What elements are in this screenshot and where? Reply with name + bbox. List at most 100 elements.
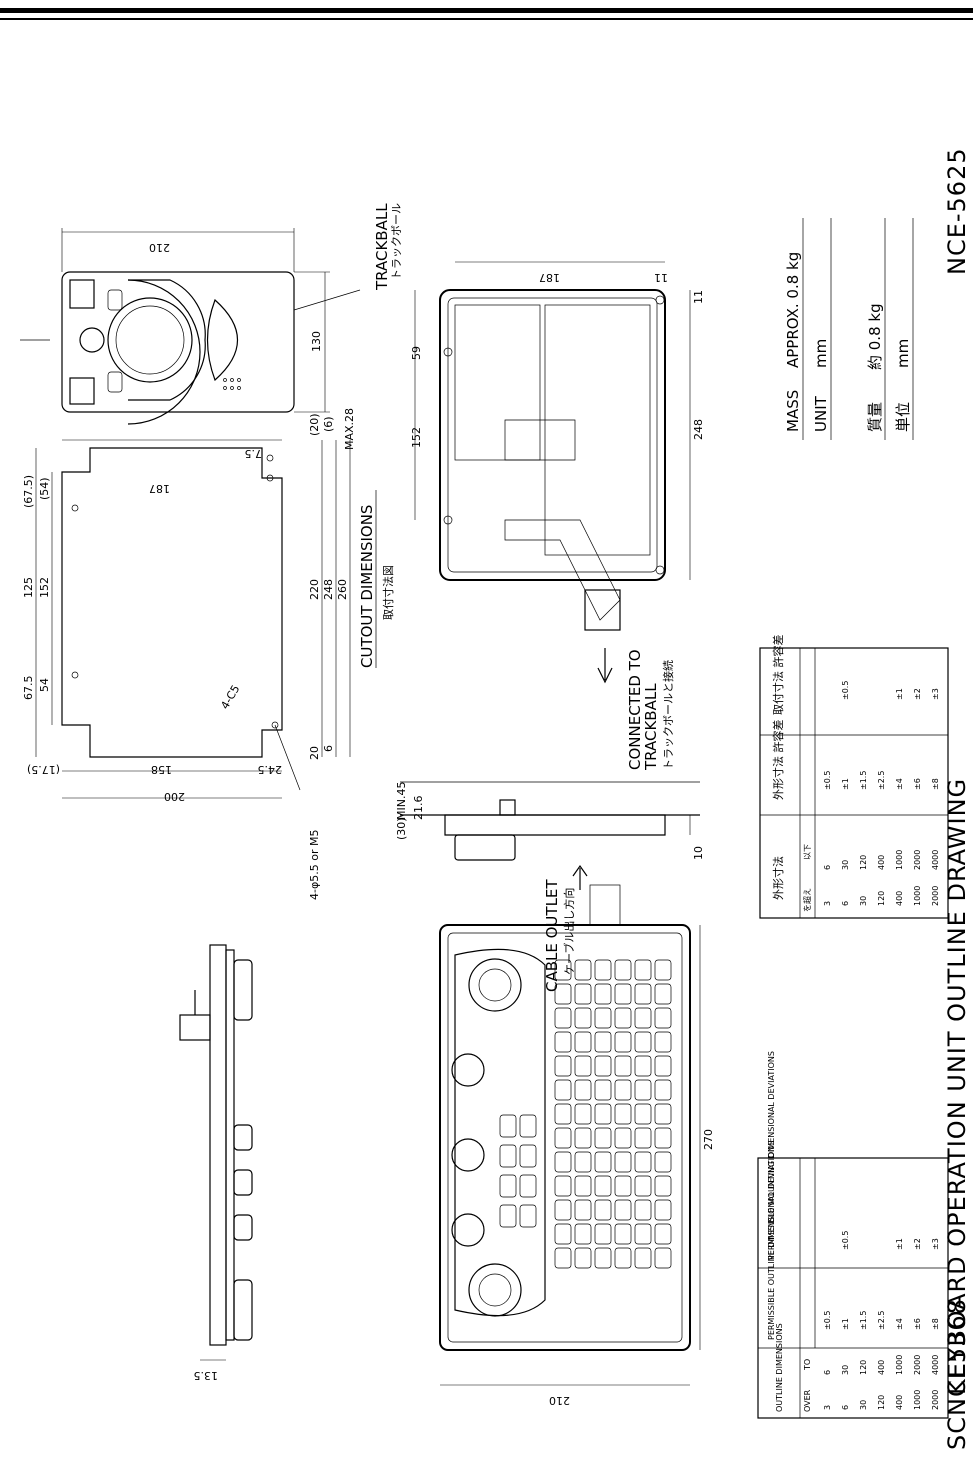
key — [594, 983, 612, 1005]
key — [574, 1223, 592, 1245]
dim-cut-220: 220 — [308, 579, 321, 600]
function-key — [499, 1204, 517, 1228]
label-connected-1: CONNECTED TO — [626, 649, 644, 770]
tolerance-cell-outline: ±1.5 — [859, 1311, 868, 1330]
key — [554, 1079, 572, 1101]
tolerance-cell-to: 400 — [877, 855, 886, 870]
tolerance-cell-outline: ±2.5 — [877, 1311, 886, 1330]
key — [594, 1223, 612, 1245]
tolerance-cell-over: 2000 — [931, 886, 940, 906]
dim-max-height: MAX.28 — [343, 408, 356, 450]
key — [654, 1055, 672, 1077]
dim-cut-20: 20 — [308, 746, 321, 760]
key — [574, 1127, 592, 1149]
jp-h-to: 以下 — [803, 844, 812, 860]
key — [634, 1175, 652, 1197]
tolerance-cell-outline: ±8 — [931, 1318, 940, 1330]
key — [654, 1151, 672, 1173]
key — [614, 1055, 632, 1077]
dim-cut-7-5: 7.5 — [245, 447, 263, 460]
dim-cut-b2: 158 — [151, 763, 172, 776]
en-h-outline: OUTLINE DIMENSIONS — [775, 1323, 784, 1412]
key — [594, 1175, 612, 1197]
key — [614, 1223, 632, 1245]
en-h-mount-dev: PERMISSIBLE MOUNTING DIMENSIONAL DEVIATI… — [767, 1051, 776, 1260]
dim-side-216: 21.6 — [412, 796, 425, 821]
dim-rear-59: 59 — [410, 346, 423, 360]
dim-tb-depth: 130 — [310, 331, 323, 352]
tolerance-cell-mount: ±3 — [931, 688, 940, 700]
key — [574, 1199, 592, 1221]
function-key — [499, 1174, 517, 1198]
dim-cut-248: 248 — [322, 579, 335, 600]
label-cable-outlet-jp: ケーブル出し方向 — [562, 888, 576, 975]
key — [654, 1223, 672, 1245]
tolerance-cell-to: 4000 — [931, 850, 940, 870]
dim-rear-248: 248 — [692, 419, 705, 440]
key — [594, 1199, 612, 1221]
tolerance-cell-outline: ±0.5 — [823, 771, 832, 790]
key — [654, 1007, 672, 1029]
tolerance-table-jp: 外形寸法 外形寸法 許容差 取付寸法 許容差 を超え 以下 36±0.5630±… — [759, 635, 949, 919]
key — [614, 1103, 632, 1125]
drawing-number-visible: SCNCE5368 — [943, 1298, 971, 1450]
key — [574, 1247, 592, 1269]
mass-value-jp: 約 0.8 kg — [866, 303, 884, 370]
jp-h-outline: 外形寸法 — [771, 856, 785, 900]
tolerance-cell-over: 1000 — [913, 1390, 922, 1410]
key — [654, 1175, 672, 1197]
cutout-view: MAX.28 187 4-C5 (67.5) (54) 125 152 67.5… — [22, 408, 395, 900]
tolerance-cell-outline: ±2.5 — [877, 771, 886, 790]
tolerance-cell-to: 2000 — [913, 1355, 922, 1375]
jp-h-mount-dev: 取付寸法 許容差 — [771, 635, 785, 716]
model-number: NCE-5625 — [943, 147, 971, 275]
tolerance-cell-over: 3 — [823, 901, 832, 906]
tolerance-cell-mount: ±2 — [913, 688, 922, 700]
tolerance-cell-to: 2000 — [913, 850, 922, 870]
key — [654, 1079, 672, 1101]
tolerance-cell-to: 6 — [823, 865, 832, 870]
key — [634, 1079, 652, 1101]
keyboard-side-view: 13.5 — [179, 944, 253, 1382]
key-grid — [499, 959, 672, 1269]
key — [654, 1247, 672, 1269]
key — [654, 1103, 672, 1125]
tolerance-cell-mount: ±0.5 — [841, 1231, 850, 1250]
key — [574, 1031, 592, 1053]
key — [614, 959, 632, 981]
en-h-to: TO — [803, 1359, 812, 1371]
key — [574, 1055, 592, 1077]
tolerance-cell-over: 3 — [823, 1405, 832, 1410]
key — [654, 1127, 672, 1149]
key — [634, 1127, 652, 1149]
key — [574, 1151, 592, 1173]
tolerance-cell-over: 1000 — [913, 886, 922, 906]
top-rule-thin — [0, 18, 973, 20]
key — [574, 1175, 592, 1197]
key — [654, 959, 672, 981]
key — [594, 1247, 612, 1269]
title-block: KEYBOARD OPERATION UNIT OUTLINE DRAWING … — [943, 147, 971, 1450]
label-hole-note: 4-φ5.5 or M5 — [308, 830, 321, 900]
jp-h-over: を超え — [802, 888, 812, 912]
key — [594, 1055, 612, 1077]
dim-corner-radius: 4-C5 — [218, 683, 242, 712]
function-key — [499, 1144, 517, 1168]
key — [554, 1007, 572, 1029]
unit-value: mm — [812, 339, 830, 368]
dim-tb-width: 210 — [149, 241, 170, 254]
tolerance-cell-to: 1000 — [895, 850, 904, 870]
en-rows: 36±0.5630±130120±1.5120400±2.54001000±41… — [823, 1231, 940, 1410]
key — [634, 1199, 652, 1221]
tolerance-cell-to: 400 — [877, 1360, 886, 1375]
tolerance-cell-over: 2000 — [931, 1390, 940, 1410]
dim-cut-260: 260 — [336, 579, 349, 600]
tolerance-cell-over: 30 — [859, 896, 868, 906]
key — [614, 1007, 632, 1029]
tolerance-cell-mount: ±1 — [895, 1238, 904, 1250]
key — [554, 1031, 572, 1053]
key — [554, 959, 572, 981]
key — [574, 1103, 592, 1125]
en-h-over: OVER — [803, 1389, 812, 1412]
